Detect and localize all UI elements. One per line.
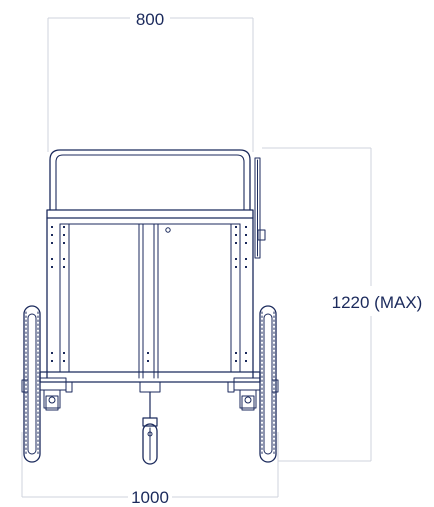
dimension-bottom-width: 1000 xyxy=(21,432,279,507)
dimension-height: 1220 (MAX) xyxy=(262,147,423,462)
push-handle xyxy=(49,149,251,211)
body-frame xyxy=(39,217,261,383)
top-width-label: 800 xyxy=(136,10,164,29)
top-tray xyxy=(46,209,254,225)
left-wheel xyxy=(23,305,41,463)
dimension-top-width: 800 xyxy=(47,10,254,152)
bottom-width-label: 1000 xyxy=(131,488,169,507)
rivets xyxy=(51,226,247,362)
right-wheel xyxy=(259,305,277,463)
side-lever xyxy=(254,157,266,259)
height-label: 1220 (MAX) xyxy=(332,293,423,312)
center-caster xyxy=(139,381,161,465)
left-axle-assembly xyxy=(21,377,73,411)
right-axle-assembly xyxy=(227,377,279,411)
